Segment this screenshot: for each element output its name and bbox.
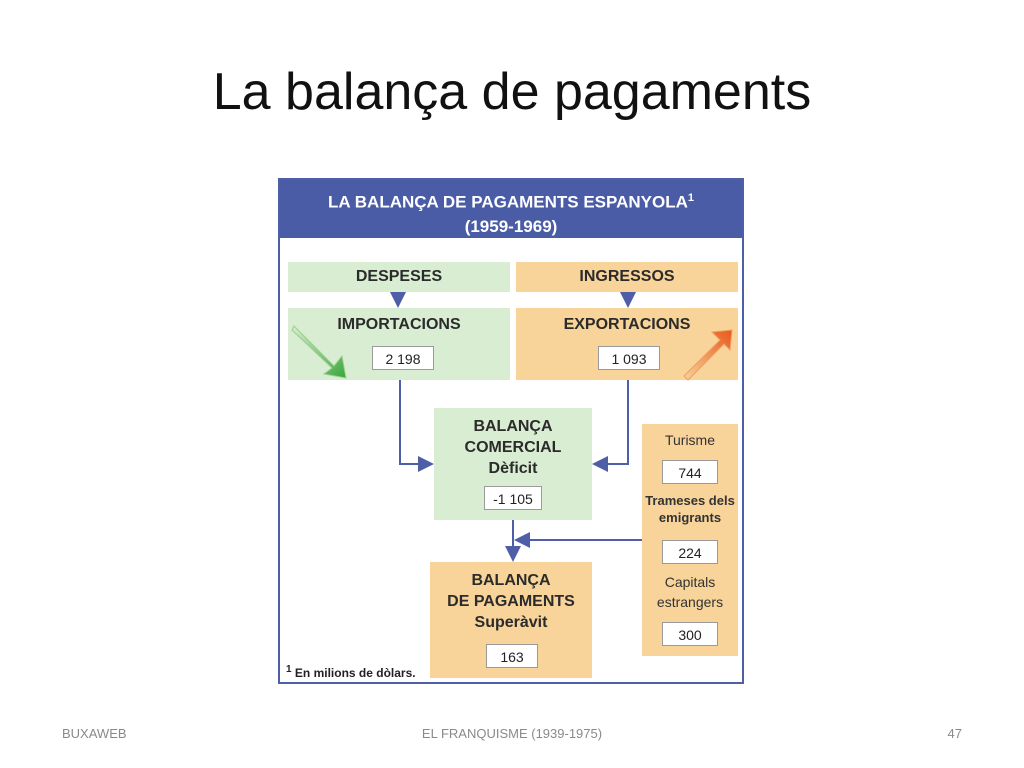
balanca-comercial-line2: COMERCIAL bbox=[464, 439, 562, 456]
balanca-pagaments-line2: DE PAGAMENTS bbox=[447, 593, 575, 610]
balance-of-payments-figure: LA BALANÇA DE PAGAMENTS ESPANYOLA1 (1959… bbox=[278, 178, 744, 684]
balanca-comercial-box: BALANÇA COMERCIAL Dèficit -1 105 bbox=[434, 408, 592, 520]
capitals-line1: Capitals bbox=[664, 574, 716, 590]
import-decrease-icon bbox=[291, 325, 347, 379]
exportacions-label: EXPORTACIONS bbox=[563, 316, 691, 333]
balanca-pagaments-line3: Superàvit bbox=[474, 614, 548, 631]
export-increase-icon bbox=[683, 329, 733, 381]
capitals-label: Capitals estrangers bbox=[642, 572, 738, 612]
ingressos-label: INGRESSOS bbox=[579, 268, 675, 285]
figure-header: LA BALANÇA DE PAGAMENTS ESPANYOLA1 (1959… bbox=[280, 180, 742, 238]
ingressos-header: INGRESSOS bbox=[516, 262, 738, 292]
balanca-pagaments-value: 163 bbox=[486, 644, 538, 668]
footnote: 1 En milions de dòlars. bbox=[286, 664, 416, 680]
figure-period: (1959-1969) bbox=[464, 216, 558, 236]
despeses-header: DESPESES bbox=[288, 262, 510, 292]
footnote-text: En milions de dòlars. bbox=[294, 666, 416, 680]
footer-center: EL FRANQUISME (1939-1975) bbox=[421, 726, 603, 741]
export-to-comercial-arrow bbox=[592, 380, 629, 472]
trameses-line2: emigrants bbox=[658, 510, 722, 525]
figure-title-footnote-mark: 1 bbox=[687, 192, 694, 204]
trameses-value: 224 bbox=[662, 540, 718, 564]
slide-title: La balança de pagaments bbox=[212, 63, 812, 121]
import-to-comercial-arrow bbox=[399, 380, 434, 472]
footnote-mark: 1 bbox=[286, 664, 292, 675]
balanca-comercial-value: -1 105 bbox=[484, 486, 542, 510]
exportacions-box: EXPORTACIONS 1 093 bbox=[516, 308, 738, 380]
slide-number: 47 bbox=[947, 726, 962, 741]
importacions-value: 2 198 bbox=[372, 346, 434, 370]
turisme-label: Turisme bbox=[664, 432, 716, 448]
trameses-label: Trameses dels emigrants bbox=[642, 492, 738, 526]
balanca-comercial-line3: Dèficit bbox=[488, 460, 538, 477]
other-income-box: Turisme 744 Trameses dels emigrants 224 … bbox=[642, 424, 738, 656]
exportacions-value: 1 093 bbox=[598, 346, 660, 370]
trameses-line1: Trameses dels bbox=[645, 493, 735, 508]
capitals-value: 300 bbox=[662, 622, 718, 646]
flow-arrows bbox=[291, 292, 733, 562]
capitals-line2: estrangers bbox=[656, 594, 724, 610]
balanca-pagaments-line1: BALANÇA bbox=[471, 572, 551, 589]
importacions-label: IMPORTACIONS bbox=[337, 316, 461, 333]
turisme-value: 744 bbox=[662, 460, 718, 484]
balanca-comercial-line1: BALANÇA bbox=[473, 418, 553, 435]
figure-title: LA BALANÇA DE PAGAMENTS ESPANYOLA bbox=[328, 192, 688, 212]
balanca-pagaments-box: BALANÇA DE PAGAMENTS Superàvit 163 bbox=[430, 562, 592, 678]
importacions-box: IMPORTACIONS 2 198 bbox=[288, 308, 510, 380]
despeses-label: DESPESES bbox=[355, 268, 443, 285]
footer-left: BUXAWEB bbox=[62, 726, 127, 741]
